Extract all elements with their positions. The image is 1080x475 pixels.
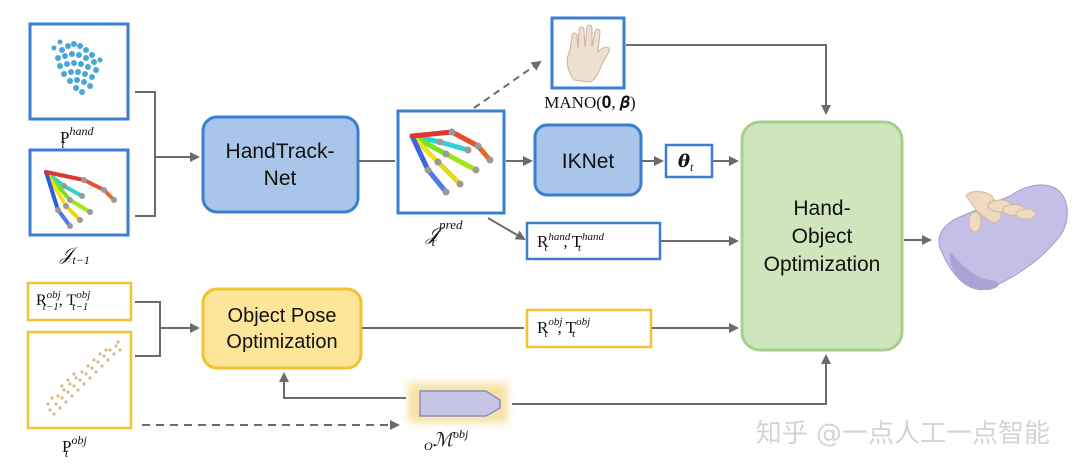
object-model-shape	[419, 390, 501, 417]
previous-joints-input	[28, 148, 130, 237]
arrow-joints-to-hand-pose	[487, 217, 526, 241]
hand-point-cloud-input	[28, 22, 130, 121]
mano-label: MANO(𝟎, 𝜷)	[544, 93, 635, 112]
predicted-joints-skeleton-image	[409, 128, 494, 196]
object-pose-optimization-module: Object Pose Optimization	[201, 287, 363, 370]
mano-hand-image	[566, 24, 610, 83]
iknet-module: IKNet	[533, 123, 643, 197]
hand-point-cloud-image	[51, 39, 103, 95]
theta-output: 𝜽t	[664, 143, 714, 179]
hand-object-optimization-module: Hand- Object Optimization	[740, 120, 904, 352]
handtracknet-label-line1: HandTrack-	[226, 140, 335, 163]
dashed-arrow-to-mano	[473, 60, 542, 109]
hoo-label-line2: Object	[792, 225, 853, 248]
object-point-cloud-image	[46, 340, 122, 416]
arrow-mano-to-hoo	[626, 44, 831, 115]
iknet-label: IKNet	[562, 150, 615, 173]
handtracknet-module: HandTrack- Net	[201, 115, 360, 214]
arrow-model-to-hoo	[512, 354, 831, 405]
object-pose-label-line2: Optimization	[226, 331, 337, 353]
predicted-joints	[396, 109, 506, 215]
previous-joints-skeleton-image	[44, 170, 117, 229]
hand-inputs-bracket	[135, 91, 156, 217]
watermark-text: 知乎 @一点人工一点智能	[756, 419, 1050, 449]
hand-object-result-render	[938, 184, 1068, 291]
object-inputs-bracket	[135, 301, 161, 357]
arrow-model-to-object-opt	[279, 372, 406, 399]
previous-joints-label: 𝒥t−1	[59, 244, 90, 267]
object-model-label: Oℳobj	[424, 427, 469, 453]
object-pose-label-line1: Object Pose	[228, 305, 337, 327]
theta-label: 𝜽t	[678, 151, 694, 174]
object-model	[408, 383, 508, 423]
hoo-label-line1: Hand-	[793, 197, 850, 220]
mano-template	[550, 16, 626, 90]
hoo-label-line3: Optimization	[764, 253, 881, 276]
object-point-cloud-input	[26, 330, 133, 430]
handtracknet-label-line2: Net	[264, 167, 297, 190]
